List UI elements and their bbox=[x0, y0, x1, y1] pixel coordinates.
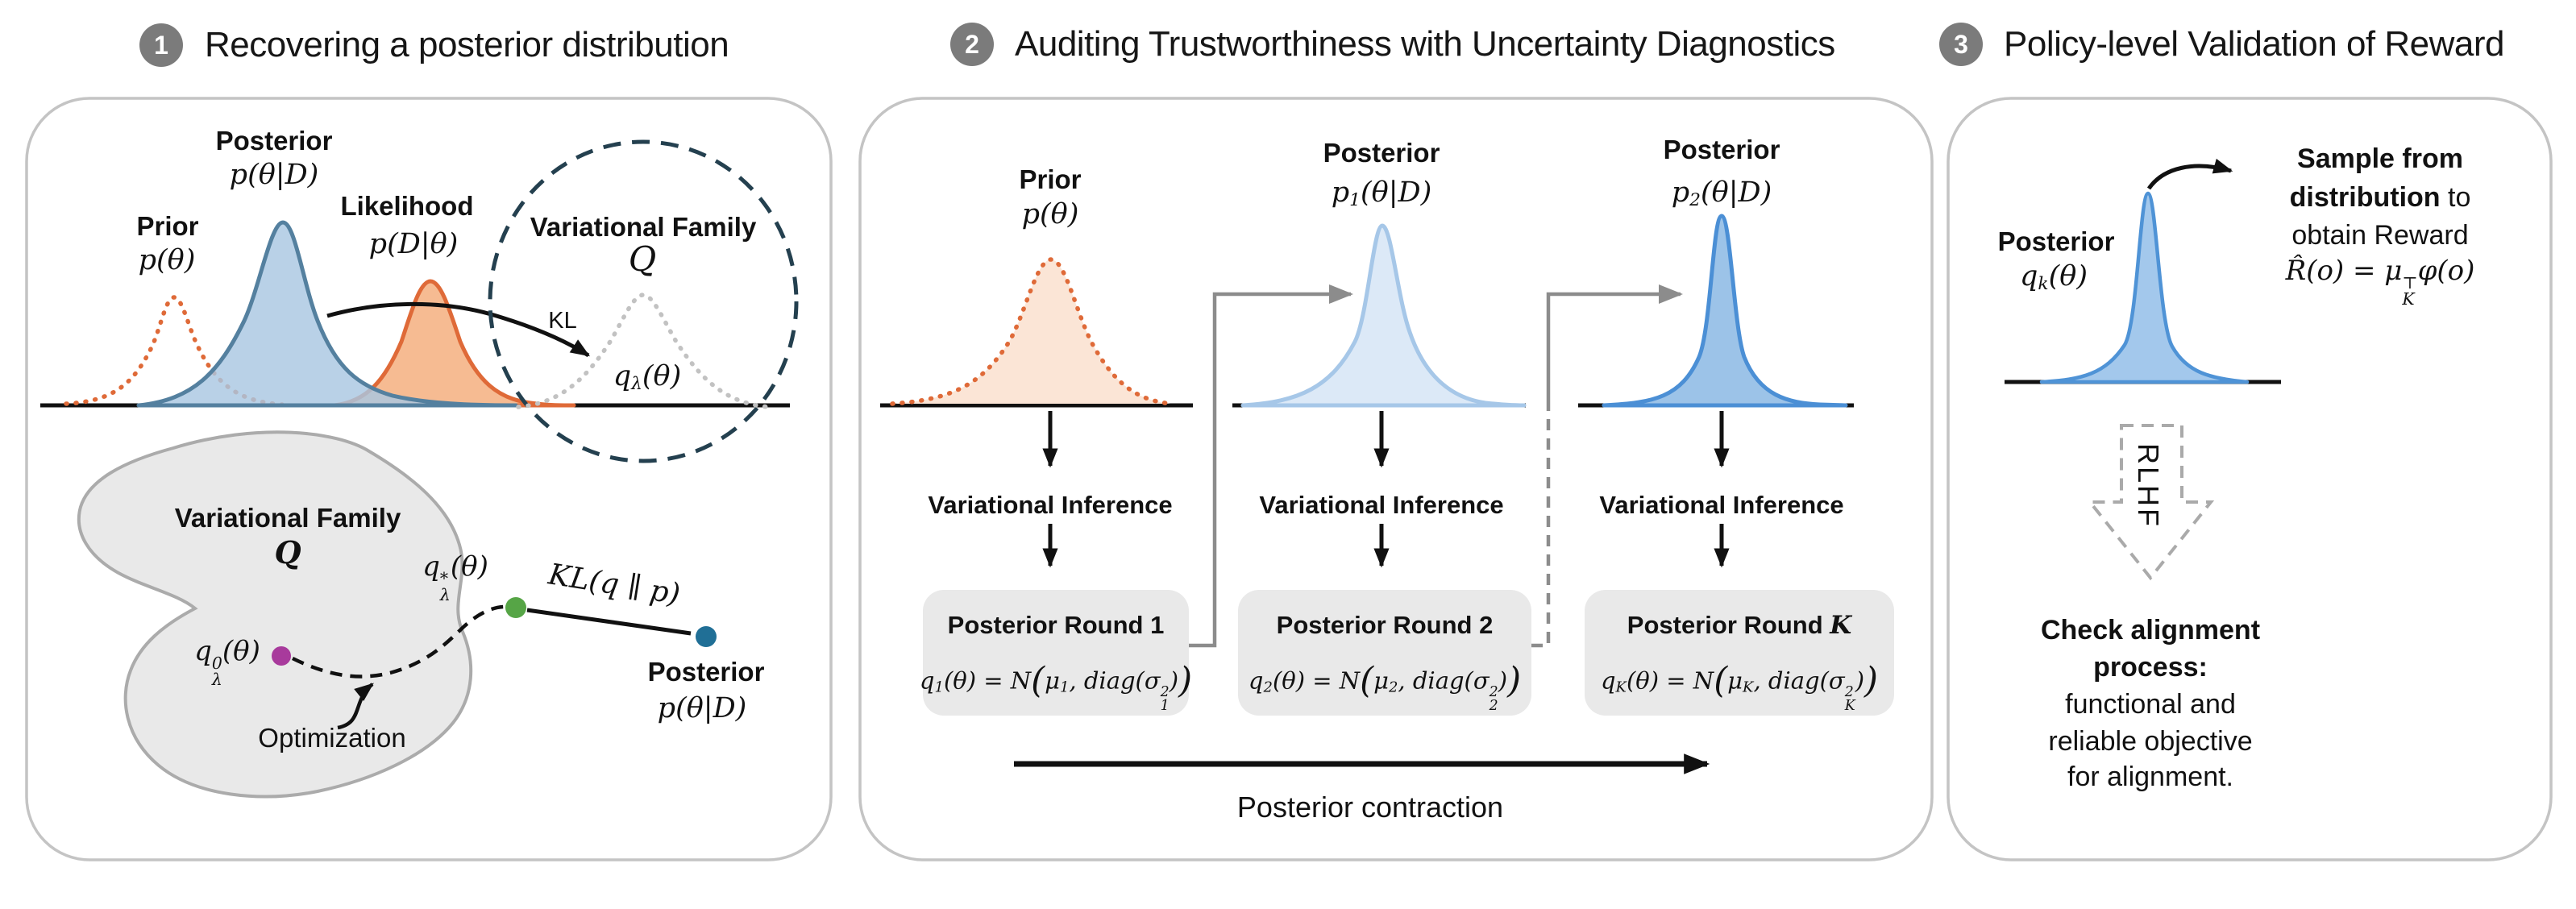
prior2-fill bbox=[892, 259, 1170, 404]
optimization-label: Optimization bbox=[258, 723, 406, 753]
check-line-3: functional and bbox=[2065, 689, 2236, 720]
panel-3-frame bbox=[1947, 97, 2553, 861]
posterior-point-formula: p(θ|D) bbox=[657, 692, 747, 724]
col2-label: Posterior bbox=[1323, 138, 1440, 168]
q-init-dot bbox=[272, 646, 291, 666]
panel-2-frame bbox=[858, 97, 1934, 861]
prior2-curve bbox=[890, 257, 1173, 406]
panel-3-title: Policy-level Validation of Reward bbox=[2004, 24, 2504, 64]
rlhf-arrow bbox=[2086, 424, 2215, 581]
round2-to-posterior2-connector-dashed bbox=[1531, 409, 1551, 648]
col3-formula: p2(θ|D) bbox=[1671, 176, 1772, 210]
panel-2-title: Auditing Trustworthiness with Uncertaint… bbox=[1015, 24, 1835, 64]
sample-arrow bbox=[2146, 158, 2233, 190]
round-k-box-title: Posterior Round K bbox=[1627, 612, 1851, 638]
vi-label-1: Variational Inference bbox=[928, 491, 1173, 519]
variational-family-q: Q bbox=[628, 239, 657, 279]
likelihood-curve bbox=[332, 279, 576, 408]
vi-label-3: Variational Inference bbox=[1599, 491, 1844, 519]
qk-formula: qk(θ) bbox=[2020, 260, 2088, 294]
round-k-box-title-text: Posterior Round bbox=[1627, 611, 1830, 639]
blob-variational-family-label: Variational Family bbox=[174, 503, 401, 533]
variational-family-blob bbox=[77, 430, 473, 799]
col1-formula: p(θ) bbox=[1021, 198, 1079, 230]
check-line-4: reliable objective bbox=[2048, 726, 2253, 757]
vi-label-2: Variational Inference bbox=[1259, 491, 1504, 519]
sample-line-1: Sample from bbox=[2297, 143, 2463, 174]
variational-family-label: Variational Family bbox=[530, 212, 757, 242]
prior-formula: p(θ) bbox=[138, 244, 196, 276]
step-1-badge: 1 bbox=[139, 23, 183, 67]
sample-line-2: distribution to bbox=[2290, 184, 2471, 211]
qk-posterior-label: Posterior bbox=[1997, 226, 2115, 256]
sample-line-3: obtain Reward bbox=[2291, 220, 2469, 251]
optimization-arrow bbox=[337, 683, 374, 730]
posterior2-curve bbox=[1602, 214, 1848, 408]
kl-distance-line bbox=[526, 608, 692, 636]
likelihood-formula: p(D|θ) bbox=[368, 228, 459, 260]
panel-1-title: Recovering a posterior distribution bbox=[205, 25, 729, 64]
posterior-point-label: Posterior bbox=[647, 657, 765, 687]
col3-label: Posterior bbox=[1663, 135, 1780, 164]
sample-line-2-rest: to bbox=[2440, 182, 2471, 213]
rlhf-label: RLHF bbox=[2132, 442, 2165, 529]
posterior-formula: p(θ|D) bbox=[229, 159, 319, 191]
q-lambda-star-formula: q*λ(θ) bbox=[422, 550, 488, 604]
round-1-box bbox=[923, 590, 1189, 716]
step-3-badge: 3 bbox=[1939, 23, 1983, 66]
col2-formula: p1(θ|D) bbox=[1331, 176, 1432, 210]
posterior-label: Posterior bbox=[215, 126, 333, 156]
round-1-box-title: Posterior Round 1 bbox=[948, 612, 1165, 638]
check-line-2: process: bbox=[2093, 652, 2208, 683]
posterior1-curve bbox=[1240, 223, 1527, 408]
step-2-badge: 2 bbox=[950, 23, 994, 66]
optimization-path bbox=[292, 604, 509, 679]
q-lambda-formula: qλ(θ) bbox=[613, 360, 682, 394]
round-k-box bbox=[1585, 590, 1894, 716]
col1-label: Prior bbox=[1019, 164, 1082, 194]
q-lambda-curve bbox=[516, 293, 771, 409]
round-2-box-title: Posterior Round 2 bbox=[1277, 612, 1494, 638]
qk-curve bbox=[2039, 191, 2250, 384]
blob-q: Q bbox=[274, 534, 301, 571]
round1-to-posterior1-connector bbox=[1189, 284, 1353, 648]
round-k-box-title-k: K bbox=[1830, 611, 1852, 640]
round2-to-posterior2-connector bbox=[1546, 284, 1683, 409]
likelihood-label: Likelihood bbox=[340, 191, 474, 221]
posterior-contraction-label: Posterior contraction bbox=[1236, 791, 1504, 824]
check-line-1: Check alignment bbox=[2040, 615, 2261, 645]
round-2-box-title-text: Posterior Round 2 bbox=[1276, 611, 1494, 639]
posterior-curve bbox=[136, 220, 518, 408]
variational-family-circle bbox=[488, 139, 799, 463]
check-line-5: for alignment. bbox=[2067, 762, 2233, 792]
panel-1-frame bbox=[25, 97, 833, 861]
posterior-dot bbox=[696, 626, 717, 647]
round-2-box bbox=[1238, 590, 1531, 716]
sample-line-2-bold: distribution bbox=[2289, 182, 2441, 213]
kl-label: KL bbox=[548, 308, 577, 334]
q-star-dot bbox=[505, 597, 526, 618]
prior-label: Prior bbox=[136, 211, 199, 241]
round-1-box-title-text: Posterior Round 1 bbox=[947, 611, 1165, 639]
